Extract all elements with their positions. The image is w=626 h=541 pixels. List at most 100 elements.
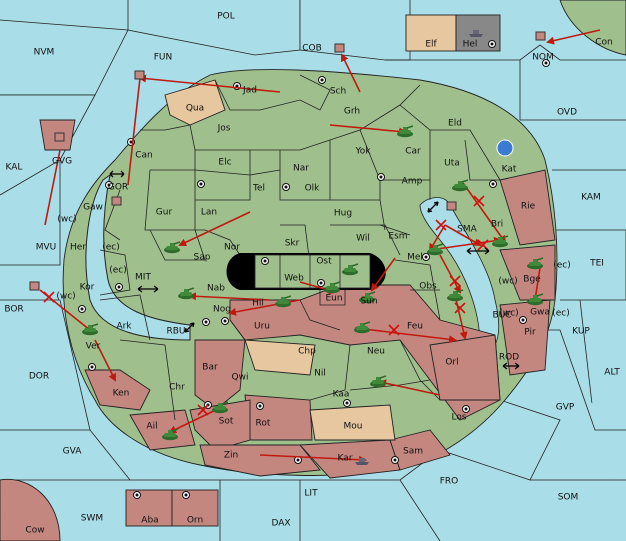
region-label-uru[interactable]: Uru (254, 322, 270, 332)
region-label-uta[interactable]: Uta (444, 159, 460, 169)
region-label-ken[interactable]: Ken (113, 389, 130, 399)
region-label-dax[interactable]: DAX (271, 519, 290, 529)
region-label-nar[interactable]: Nar (293, 164, 309, 174)
region-label-olk[interactable]: Olk (305, 184, 321, 194)
region-label-rod[interactable]: ROD (499, 353, 519, 363)
region-label-pol[interactable]: POL (217, 12, 235, 22)
region-label-cow[interactable]: Cow (25, 526, 44, 536)
region-label-chr[interactable]: Chr (169, 383, 185, 393)
region-label-nil[interactable]: Nil (314, 369, 326, 379)
region-label-elf[interactable]: Elf (425, 40, 437, 50)
region-label-ail[interactable]: Ail (146, 422, 157, 432)
region-label-gva[interactable]: GVA (63, 447, 83, 457)
region-label-can[interactable]: Can (135, 151, 153, 161)
region-label-bge[interactable]: Bge (523, 275, 541, 285)
region-label-alt[interactable]: ALT (604, 368, 620, 378)
region-label-kam[interactable]: KAM (581, 193, 601, 203)
region-label-jos[interactable]: Jos (217, 124, 231, 134)
region-label-obs[interactable]: Obs (419, 282, 437, 292)
region-label-eld[interactable]: Eld (448, 119, 462, 129)
region-label-nog[interactable]: Nog (213, 305, 231, 315)
region-label-kor[interactable]: Kor (80, 283, 95, 293)
region-label-mou[interactable]: Mou (344, 422, 363, 432)
region-label-dor[interactable]: DOR (29, 372, 49, 382)
region-label-sot[interactable]: Sot (219, 417, 234, 427)
region-label-qwi[interactable]: Qwi (232, 373, 249, 383)
region-label-lit[interactable]: LIT (304, 489, 318, 499)
region-label-mit[interactable]: MIT (135, 273, 151, 283)
region-label-gvg[interactable]: GVG (52, 157, 72, 167)
region-label-nom[interactable]: NOM (532, 53, 554, 63)
region-label-rie[interactable]: Rie (521, 202, 536, 212)
region-label-swm[interactable]: SWM (81, 514, 103, 524)
region-label-amp[interactable]: Amp (402, 177, 423, 187)
region-label-feu[interactable]: Feu (407, 322, 423, 332)
region-label-qua[interactable]: Qua (186, 104, 204, 114)
region-label-los[interactable]: Los (451, 413, 466, 423)
region-label-yok[interactable]: Yok (354, 147, 371, 157)
region-label-bar[interactable]: Bar (202, 363, 218, 373)
region-label-grh[interactable]: Grh (344, 107, 360, 117)
region-label-som[interactable]: SOM (558, 493, 579, 503)
region-label-nor[interactable]: Nor (224, 243, 240, 253)
region-label-orl[interactable]: Orl (445, 358, 458, 368)
region-label-sma[interactable]: SMA (457, 225, 477, 235)
region-label-tei[interactable]: TEI (589, 259, 604, 269)
region-label-orn[interactable]: Orn (187, 516, 203, 526)
region-label-fro[interactable]: FRO (440, 477, 459, 487)
region-label-gaw[interactable]: Gaw (83, 203, 103, 213)
region-label-mvu[interactable]: MVU (36, 243, 57, 253)
region-label-hug[interactable]: Hug (334, 209, 352, 219)
region-label-her[interactable]: Her (70, 243, 86, 253)
territory-chp[interactable] (244, 339, 316, 376)
region-label-ovd[interactable]: OVD (557, 108, 577, 118)
region-label-lan[interactable]: Lan (201, 208, 217, 218)
region-label-bri[interactable]: Bri (491, 220, 503, 230)
region-label-kat[interactable]: Kat (502, 165, 517, 175)
region-label-fun[interactable]: FUN (154, 53, 173, 63)
region-label-gvp[interactable]: GVP (556, 403, 575, 413)
region-label-pir[interactable]: Pir (524, 328, 536, 338)
region-label-gwa[interactable]: Gwa (530, 308, 550, 318)
island-orn[interactable] (171, 489, 219, 527)
region-label-kar[interactable]: Kar (338, 454, 353, 464)
region-label-nab[interactable]: Nab (207, 284, 225, 294)
region-label-zin[interactable]: Zin (224, 451, 238, 461)
region-label-esm[interactable]: Esm (388, 232, 407, 242)
region-label-jad[interactable]: Jad (242, 86, 257, 96)
region-label-con[interactable]: Con (595, 38, 613, 48)
region-label-sam[interactable]: Sam (403, 447, 423, 457)
region-label-wil[interactable]: Wil (356, 234, 370, 244)
region-label-tel[interactable]: Tel (252, 184, 265, 194)
region-label-car[interactable]: Car (405, 147, 421, 157)
region-label-buc[interactable]: BUC (492, 311, 511, 321)
region-label-sun[interactable]: Sun (360, 297, 377, 307)
region-label-ost[interactable]: Ost (316, 257, 332, 267)
territory-qua[interactable] (164, 79, 226, 126)
region-label-elc[interactable]: Elc (218, 158, 231, 168)
region-label-cob[interactable]: COB (302, 44, 322, 54)
region-label-mel[interactable]: Mel (407, 253, 423, 263)
region-label-ark[interactable]: Ark (116, 322, 132, 332)
region-label-hil[interactable]: Hil (252, 299, 264, 309)
region-label-gor[interactable]: GOR (108, 183, 128, 193)
region-label-sch[interactable]: Sch (330, 87, 346, 97)
region-label-hel[interactable]: Hel (463, 40, 478, 50)
region-label-rot[interactable]: Rot (256, 419, 271, 429)
region-label-nvm[interactable]: NVM (34, 48, 55, 58)
region-label-skr[interactable]: Skr (285, 239, 300, 249)
region-label-ver[interactable]: Ver (86, 342, 101, 352)
region-label-eun[interactable]: Eun (325, 294, 342, 304)
region-label-kaa[interactable]: Kaa (333, 390, 350, 400)
region-label-chp[interactable]: Chp (298, 347, 316, 357)
territory-mou[interactable] (309, 404, 396, 441)
region-label-rbu[interactable]: RBU (166, 327, 185, 337)
region-label-kal[interactable]: KAL (6, 163, 23, 173)
region-label-web[interactable]: Web (284, 274, 304, 284)
region-label-kup[interactable]: KUP (572, 327, 590, 337)
region-label-aba[interactable]: Aba (141, 516, 158, 526)
region-label-sap[interactable]: Sap (194, 253, 211, 263)
region-label-neu[interactable]: Neu (367, 347, 385, 357)
region-label-bor[interactable]: BOR (4, 305, 23, 315)
region-label-gur[interactable]: Gur (156, 208, 173, 218)
